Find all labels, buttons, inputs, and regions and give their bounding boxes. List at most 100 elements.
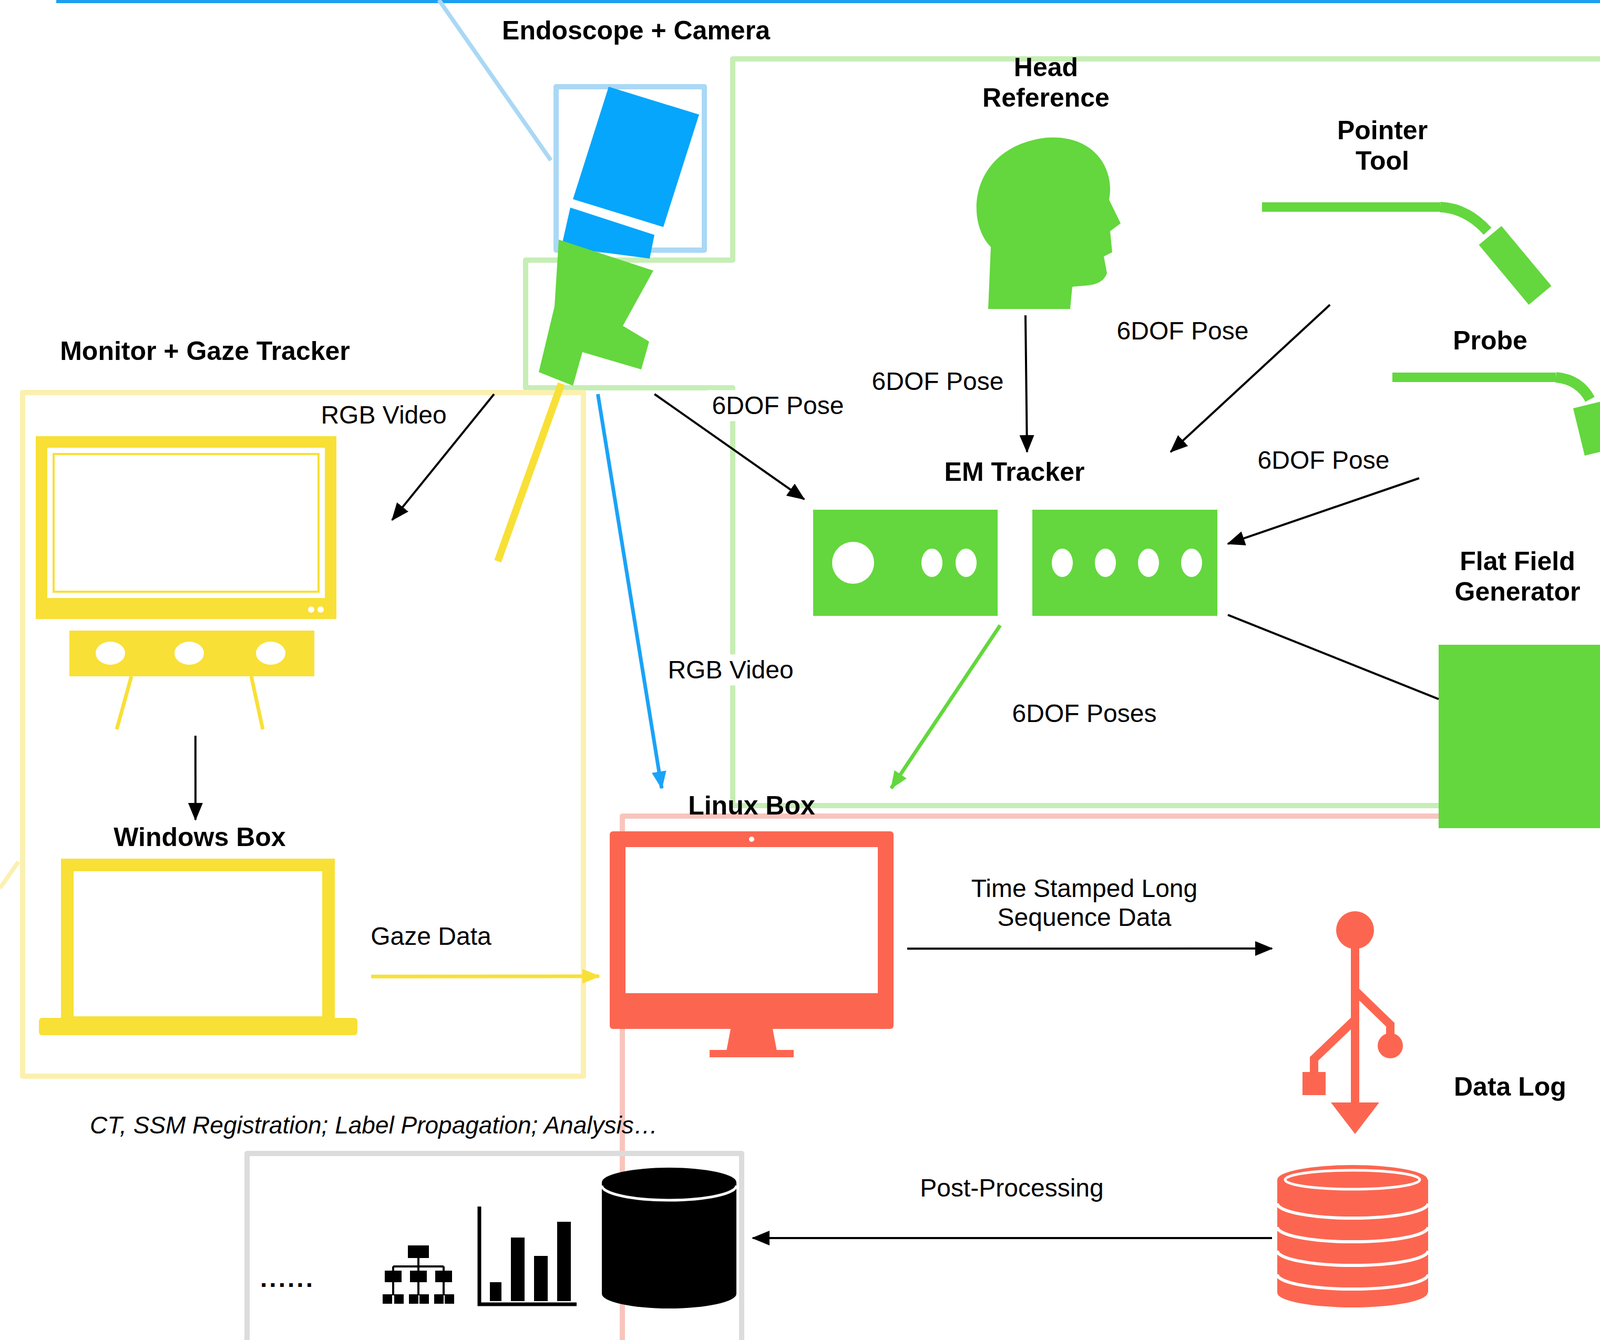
edge-label: 6DOF Pose [1112, 315, 1254, 347]
node-heading: CT, SSM Registration; Label Propagation;… [89, 1111, 750, 1140]
hierarchy-icon [385, 1272, 401, 1282]
endoscope-shaft [497, 383, 562, 562]
usb-symbol [1314, 1019, 1356, 1075]
database-icon [601, 1185, 737, 1201]
connector-arrow [891, 625, 1001, 789]
monitor-icon [317, 606, 324, 613]
connector-arrow [1227, 614, 1439, 700]
node-heading: Flat Field Generator [1438, 546, 1597, 608]
camera-icon [572, 86, 700, 228]
em-tracker-unit [1181, 548, 1203, 578]
monitor-icon [35, 436, 337, 730]
region-outline [622, 816, 1600, 1340]
edge-label: 6DOF Pose [1253, 444, 1394, 476]
desktop-monitor-icon [625, 847, 878, 994]
monitor-icon [47, 447, 325, 599]
edge-label: Time Stamped Long Sequence Data [943, 873, 1226, 933]
node-heading: Pointer Tool [1314, 115, 1451, 177]
em-tracker-unit [1032, 509, 1218, 617]
database-icon [1277, 1165, 1429, 1308]
desktop-monitor-icon [709, 1050, 794, 1058]
pointer-tool-icon [1262, 207, 1541, 296]
ellipsis-mark: ...... [260, 1264, 315, 1294]
database-icon [601, 1167, 737, 1198]
monitor-icon [255, 641, 286, 665]
monitor-icon [95, 641, 126, 665]
probe-icon [1392, 377, 1600, 453]
camera-icon [561, 86, 700, 259]
pointer-tool-icon [1262, 202, 1441, 212]
storage-node: Data Log [1272, 904, 1589, 1320]
usb-symbol [1302, 1072, 1326, 1096]
database-icon [1277, 1278, 1428, 1308]
database-icon [601, 1182, 737, 1295]
em-tracker-unit [955, 548, 977, 578]
database-icon [1277, 1274, 1429, 1290]
edge-label: 6DOF Poses [1008, 698, 1162, 730]
node-heading: Endoscope + Camera [483, 15, 789, 47]
em-tracker-unit [832, 541, 875, 584]
connector-arrow [907, 947, 1273, 950]
hierarchy-icon [383, 1246, 454, 1304]
node-heading: Data Log [1453, 1072, 1586, 1103]
computer-node: Windows Box [31, 819, 372, 1041]
em-tracker-unit [1094, 548, 1116, 578]
monitor-icon [53, 454, 319, 592]
hierarchy-icon [420, 1295, 428, 1304]
monitor-icon [35, 436, 337, 620]
region-outline [247, 1153, 742, 1340]
database-icon [1285, 1170, 1420, 1190]
usb-symbol [1302, 911, 1403, 1135]
probe-icon [1555, 377, 1591, 400]
hierarchy-icon [445, 1295, 454, 1304]
pointer-tool-icon [1440, 207, 1488, 232]
region-outline [22, 392, 584, 1077]
database-icon [601, 1167, 737, 1309]
usb-symbol [1377, 1033, 1403, 1059]
node-heading: Windows Box [31, 822, 368, 854]
hierarchy-icon [409, 1295, 418, 1304]
edge-label: Gaze Data [366, 920, 496, 952]
bar-chart-icon [534, 1256, 548, 1302]
em-tracker-unit [1137, 548, 1160, 578]
hierarchy-icon [383, 1295, 392, 1304]
monitor-icon [116, 676, 132, 730]
node-heading: Monitor + Gaze Tracker [21, 336, 389, 367]
device-node: Head Reference [961, 52, 1131, 316]
usb-symbol [1330, 1102, 1380, 1135]
bar-chart-icon [510, 1237, 525, 1302]
probe-icon [1588, 404, 1600, 453]
laptop-icon [67, 865, 329, 1023]
database-icon [601, 1279, 737, 1309]
connector-arrow [752, 1237, 1273, 1240]
device-node: Probe [1382, 320, 1600, 479]
laptop-icon [38, 865, 358, 1036]
endoscope-mount [538, 239, 654, 386]
database-icon [1277, 1180, 1429, 1294]
monitor-icon [251, 676, 263, 730]
computer-node: Linux Box [599, 788, 908, 1062]
hierarchy-icon [436, 1272, 451, 1282]
hierarchy-icon [411, 1272, 426, 1282]
hierarchy-icon [392, 1281, 395, 1296]
region-outline [56, 0, 1600, 4]
field-generator-box [1438, 644, 1600, 829]
laptop-icon [38, 1018, 358, 1036]
bar-chart-icon [557, 1222, 571, 1302]
region-outline [0, 862, 19, 889]
connector-arrow [371, 974, 600, 979]
device-node: Pointer Tool [1250, 110, 1556, 305]
desktop-monitor-icon [609, 831, 894, 1058]
monitor-icon [174, 641, 204, 665]
hierarchy-icon [395, 1295, 403, 1304]
monitor-icon [308, 606, 315, 613]
em-tracker-unit [921, 548, 943, 578]
usb-symbol [1355, 990, 1391, 1039]
node-heading: EM Tracker [804, 457, 1225, 488]
edge-label: RGB Video [316, 399, 451, 431]
em-tracker-unit [1051, 548, 1073, 578]
